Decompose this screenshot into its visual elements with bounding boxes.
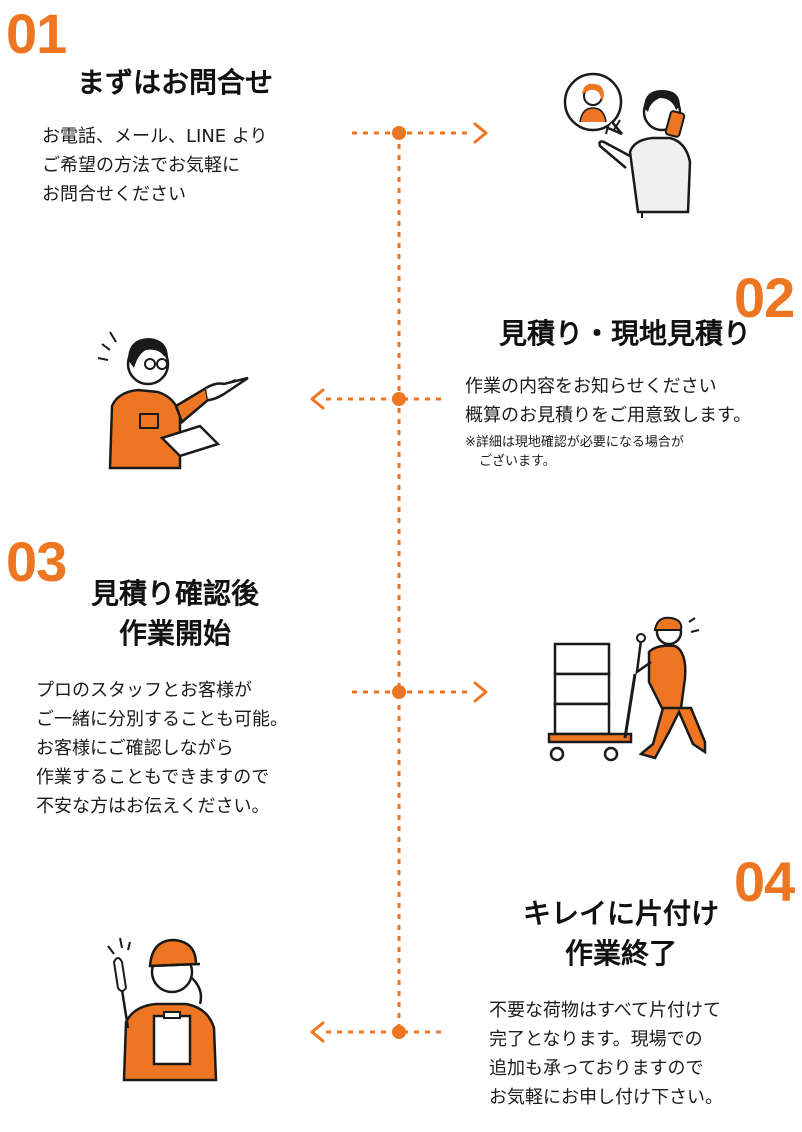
- timeline-dot: [392, 126, 406, 140]
- arrow-right-icon: [473, 122, 488, 144]
- step-description: 作業の内容をお知らせください 概算のお見積りをご用意致します。: [465, 376, 752, 426]
- step-number: 03: [6, 530, 67, 593]
- arrow-left-icon: [310, 388, 325, 410]
- step-title: 見積り・現地見積り: [498, 317, 751, 350]
- timeline-dot: [392, 392, 406, 406]
- step-description: お電話、メール、LINE より ご希望の方法でお気軽に お問合せください: [42, 126, 268, 205]
- arrow-left-icon: [310, 1021, 325, 1043]
- step-description: プロのスタッフとお客様が ご一緒に分別することも可能。 お客様にご確認しながら …: [36, 680, 288, 817]
- step-number: 04: [734, 850, 795, 913]
- cart-mover-illustration: [547, 616, 707, 762]
- arrow-right-icon: [473, 681, 488, 703]
- step-title: 見積り確認後 作業開始: [90, 577, 259, 650]
- pointing-inspector-illustration: [97, 331, 249, 470]
- phone-call-illustration: [563, 72, 692, 218]
- timeline-dot: [392, 1025, 406, 1039]
- step-number: 01: [6, 2, 67, 65]
- timeline-dot: [392, 685, 406, 699]
- step-note: ※詳細は現地確認が必要になる場合が ございます。: [465, 435, 684, 469]
- clipboard-worker-illustration: [107, 937, 218, 1082]
- step-title: キレイに片付け 作業終了: [522, 897, 719, 970]
- step-description: 不要な荷物はすべて片付けて 完了となります。現場での 追加も承っておりますので …: [489, 1000, 723, 1108]
- step-title: まずはお問合せ: [76, 66, 273, 99]
- step-number: 02: [734, 266, 795, 329]
